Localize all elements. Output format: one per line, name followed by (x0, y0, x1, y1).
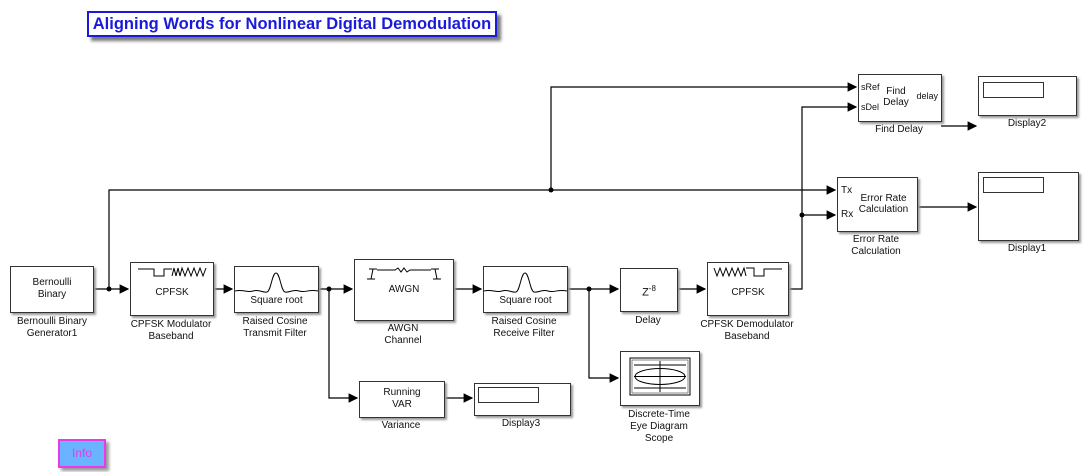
branch-point (326, 286, 332, 292)
display1-block[interactable] (978, 172, 1079, 241)
antenna-channel-icon (367, 267, 441, 280)
port-sdel: sDel (861, 102, 880, 112)
block-text: AWGN (388, 284, 420, 295)
delay-block[interactable]: Z-8 (620, 268, 678, 312)
block-text: Z-8 (642, 284, 656, 299)
port-tx: Tx (841, 185, 853, 196)
block-text: Square root (250, 295, 303, 306)
branch-point (586, 286, 592, 292)
block-label: Variance (381, 420, 421, 431)
block-label: Delay (635, 315, 661, 326)
block-text: Square root (499, 295, 552, 306)
block-text: Running (383, 387, 421, 398)
display3-block[interactable] (474, 383, 571, 416)
block-text: CPFSK (155, 287, 189, 298)
block-label: Display1 (1007, 243, 1047, 254)
diagram-title: Aligning Words for Nonlinear Digital Dem… (87, 11, 497, 37)
error-rate-calculation-block[interactable]: Tx Rx Error Rate Calculation (837, 177, 918, 232)
eye-diagram-icon (629, 357, 691, 396)
raised-cosine-transmit-filter-block[interactable]: Square root (234, 266, 319, 313)
cpfsk-modulator-block[interactable]: CPFSK (130, 262, 214, 316)
block-text: Find (886, 86, 906, 97)
bernoulli-binary-block[interactable]: Bernoulli Binary (10, 266, 94, 313)
display-value-field (983, 82, 1044, 98)
branch-point (799, 212, 805, 218)
line-sref (550, 82, 858, 190)
line-ref-branch (108, 185, 837, 289)
line-to-eye-scope (588, 289, 620, 383)
port-sref: sRef (861, 82, 880, 92)
branch-point (548, 187, 554, 193)
sinc-pulse-icon (484, 272, 567, 293)
block-text: CPFSK (731, 287, 765, 298)
block-label: Display2 (1007, 118, 1047, 129)
port-delay: delay (916, 91, 938, 101)
block-text: Delay (883, 97, 909, 108)
block-text: Bernoulli (32, 277, 72, 288)
sinc-pulse-icon (235, 272, 318, 293)
raised-cosine-receive-filter-block[interactable]: Square root (483, 266, 568, 313)
block-label: Display3 (501, 418, 541, 429)
branch-point (106, 286, 112, 292)
waveform-icon (713, 266, 782, 278)
block-text: Calculation (858, 204, 909, 215)
eye-diagram-scope-block[interactable] (620, 351, 700, 406)
display-value-field (983, 177, 1044, 193)
find-delay-block[interactable]: sRef sDel delay Find Delay (858, 74, 942, 122)
awgn-channel-block[interactable]: AWGN (354, 259, 454, 321)
line-to-variance (328, 289, 359, 403)
cpfsk-demodulator-block[interactable]: CPFSK (707, 262, 789, 316)
block-label: Find Delay (875, 124, 923, 135)
port-rx: Rx (841, 209, 854, 220)
waveform-icon (138, 266, 207, 278)
info-button[interactable]: Info (58, 439, 106, 468)
display2-block[interactable] (978, 76, 1077, 116)
block-text: Error Rate (860, 193, 907, 204)
block-text: VAR (392, 399, 412, 410)
block-text: Binary (37, 289, 67, 300)
line-sdel (788, 102, 858, 290)
variance-block[interactable]: Running VAR (359, 381, 445, 418)
display-value-field (478, 387, 539, 403)
